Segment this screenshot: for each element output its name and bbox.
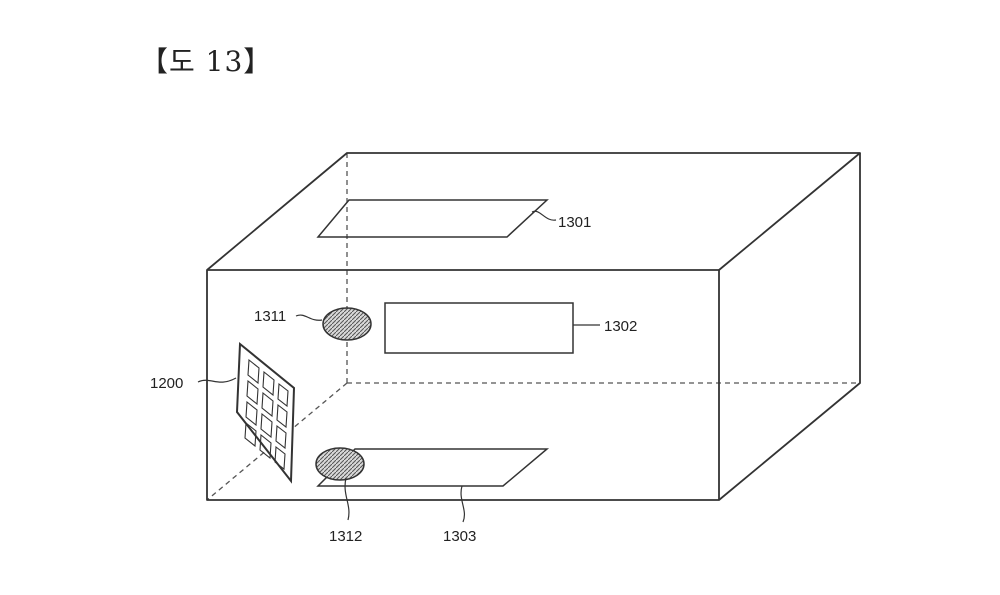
top-panel: [316, 199, 549, 238]
box-top-face: [206, 152, 861, 271]
label-top-panel: 1301: [558, 214, 591, 231]
leader-lines: [197, 210, 600, 523]
figure-title: 【도 13】: [140, 45, 273, 78]
box-right-face: [718, 153, 861, 501]
upper-sensor: [322, 307, 372, 341]
array-panel: [235, 341, 296, 484]
leader-array-panel: [197, 377, 237, 383]
label-bottom-panel: 1303: [443, 528, 476, 545]
leader-bottom-panel: [460, 485, 465, 523]
box-front-face: [206, 269, 720, 501]
label-array-panel: 1200: [150, 375, 183, 392]
label-upper-sensor: 1311: [254, 308, 286, 325]
box-outline: [206, 152, 861, 501]
leader-upper-sensor: [295, 314, 323, 321]
hidden-edges: [206, 153, 860, 501]
back-panel: [384, 302, 574, 354]
label-back-panel: 1302: [604, 318, 637, 335]
leader-top-panel: [531, 210, 557, 221]
lower-sensor: [315, 447, 365, 481]
label-lower-sensor: 1312: [329, 528, 362, 545]
leader-lower-sensor: [344, 477, 350, 521]
